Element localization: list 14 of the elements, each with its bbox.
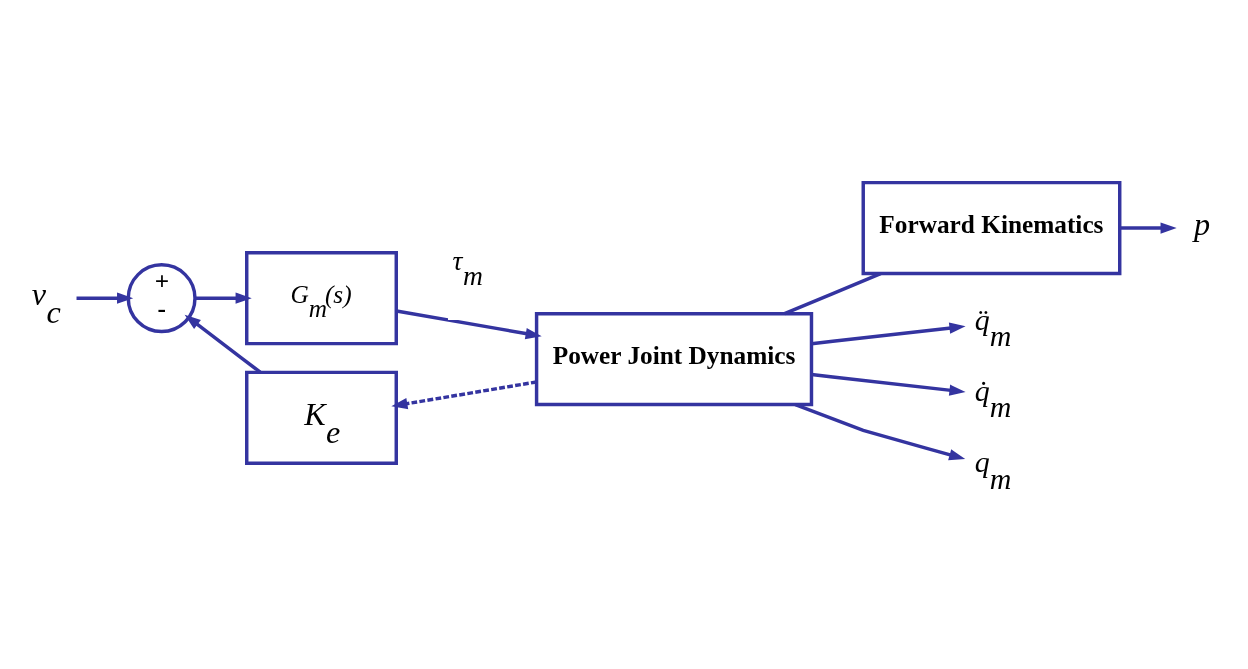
connector xyxy=(783,271,882,315)
arrow xyxy=(195,292,252,304)
arrow xyxy=(794,402,966,460)
arrow xyxy=(76,292,134,304)
arrow xyxy=(396,308,542,339)
node-box: Power Joint Dynamics xyxy=(534,311,814,406)
node-box: Forward Kinematics xyxy=(861,180,1122,275)
node-text: p xyxy=(1193,205,1211,242)
arrow xyxy=(184,314,262,374)
arrow xyxy=(1119,221,1177,234)
arrow xyxy=(811,372,966,396)
node-circle: + - xyxy=(126,262,197,333)
arrow xyxy=(391,379,537,409)
arrow xyxy=(811,322,966,345)
